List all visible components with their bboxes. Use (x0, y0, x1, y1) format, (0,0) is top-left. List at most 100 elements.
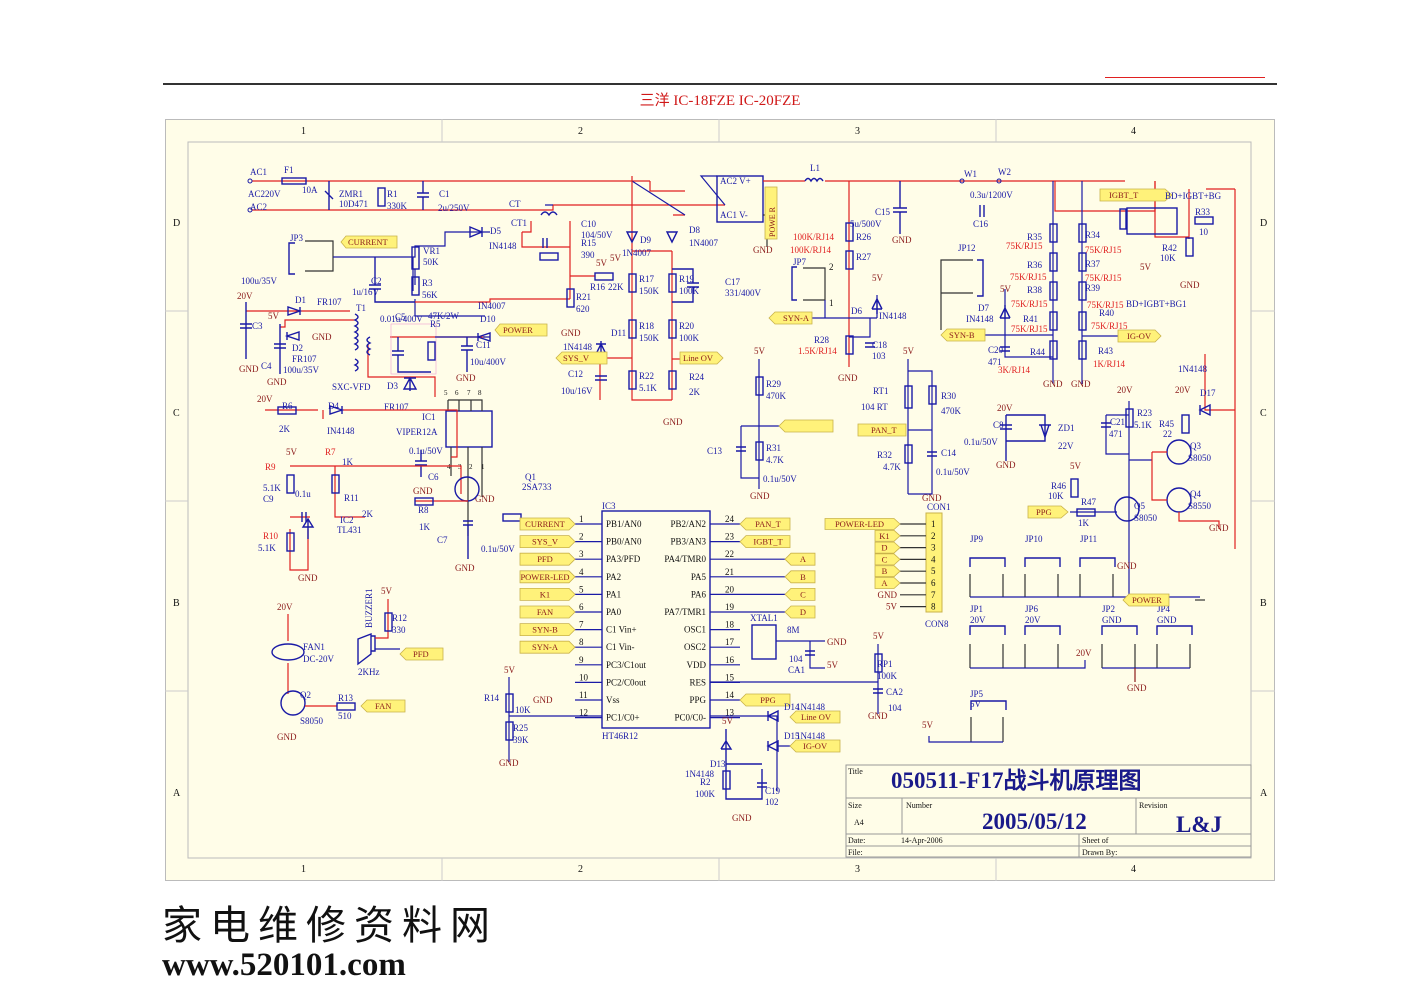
xtal1-label: XTAL1 (750, 613, 778, 623)
mcu-pin-name: PA6 (691, 589, 707, 599)
col-label-top-3: 3 (855, 126, 860, 137)
r9-5v: 5V (286, 447, 298, 457)
r21-value: 620 (576, 304, 590, 314)
shunt-regulator-ic2-icon (301, 517, 315, 539)
r28-label: R28 (814, 335, 830, 345)
c1-label: C1 (439, 189, 450, 199)
d13-label: D13 (710, 759, 726, 769)
diode-d5-icon (469, 225, 484, 239)
resistor-r18-icon (628, 319, 637, 339)
c10-label: C10 (581, 219, 597, 229)
jumper-pins (1024, 574, 1059, 597)
r32-value: 4.7K (883, 462, 901, 472)
r37-label: R37 (1085, 259, 1101, 269)
resistor-r31-icon (755, 441, 764, 461)
syn-b-flag-label: SYN-B (949, 330, 975, 340)
mcu-pin-number: 7 (579, 620, 584, 630)
jumper-cap (969, 557, 1006, 567)
jp5-5v-rail: 5V (922, 720, 934, 730)
resistor-r38-icon (1049, 281, 1058, 301)
r26-value: 100K/RJ14 (793, 232, 835, 242)
net-flag-label: PPG (760, 695, 776, 705)
con8-net-label: POWER-LED (835, 519, 884, 529)
q4-gnd: GND (1209, 523, 1229, 533)
q2-label: Q2 (300, 690, 311, 700)
c10-value: 104/50V (581, 230, 613, 240)
c11-label: C11 (476, 340, 491, 350)
resistor-r29-icon (755, 376, 764, 396)
net-flag-label: SYS_V (532, 537, 559, 547)
resistor-r30-icon (928, 385, 937, 405)
d17-value: 1N4148 (1178, 364, 1207, 374)
net-flag-label: PAN_T (755, 519, 781, 529)
igbt-therm-5v: 5V (1140, 262, 1152, 272)
bridge-pin-top: AC2 V+ (720, 176, 751, 186)
ic2-label: IC2 (340, 515, 354, 525)
con8-net-flag (874, 577, 901, 589)
bd-igbt-bg1-label: BD+IGBT+BG1 (1126, 299, 1187, 309)
capacitor-c15-icon (893, 181, 907, 234)
jumper-label: JP2 (1102, 604, 1115, 614)
r40-value: 75K/RJ15 (1091, 321, 1128, 331)
r6-label: R6 (282, 401, 293, 411)
document-title: 三洋 IC-18FZE IC-20FZE (639, 93, 801, 109)
r23-label: R23 (1137, 408, 1153, 418)
net-flag (519, 605, 576, 619)
c21-value: 471 (1109, 429, 1123, 439)
capacitor-c13-icon (736, 446, 746, 452)
diode-d9-icon (625, 231, 639, 244)
capacitor-c10-icon (542, 238, 548, 248)
jp-20v-rail: 20V (1076, 648, 1092, 658)
r22-label: R22 (639, 371, 654, 381)
rp1-5v: 5V (873, 631, 885, 641)
c7-value: 0.1u/50V (481, 544, 515, 554)
d10-value: IN4007 (478, 301, 506, 311)
resistor-r33-icon (1194, 216, 1214, 225)
c20-label: C20 (988, 345, 1004, 355)
r32-gnd: GND (922, 493, 942, 503)
xtal1-value: 8M (787, 625, 800, 635)
vr1-value: 50K (423, 257, 439, 267)
c12-value: 10u/16V (561, 386, 593, 396)
capacitor-c18-icon (865, 342, 875, 348)
d11-label: D11 (611, 328, 626, 338)
rt1-value: 104 RT (861, 402, 888, 412)
mcu-pin-name: PA7/TMR1 (664, 607, 706, 617)
r7-label: R7 (325, 447, 336, 457)
igbt-drive-section: IGBT_T BD+IGBT+BG 5V R33 10 R42 10K GND … (964, 181, 1236, 594)
r43-label: R43 (1098, 346, 1114, 356)
r18-value: 150K (639, 333, 660, 343)
diode-d13-icon (720, 729, 763, 800)
d10-label: D10 (480, 314, 496, 324)
r47-label: R47 (1081, 497, 1097, 507)
r15-label: R15 (581, 238, 597, 248)
diode-d8-icon (665, 231, 679, 244)
c4-gnd: GND (267, 377, 287, 387)
ac220-label: AC220V (248, 189, 281, 199)
transformer-t1-primary-icon (353, 313, 359, 372)
c21-label: C21 (1110, 417, 1125, 427)
d1-value: FR107 (317, 297, 342, 307)
r25-gnd: GND (499, 758, 519, 768)
con8-net-flag (874, 541, 901, 554)
net-flag-label: D (800, 607, 806, 617)
capacitor-c11-icon (461, 337, 473, 372)
r3-value: 56K (422, 290, 438, 300)
d2-value: FR107 (292, 354, 317, 364)
r14-value: 10K (515, 705, 531, 715)
c17-value: 331/400V (725, 288, 762, 298)
diode-d2-icon (284, 331, 300, 341)
igbt-t-top-flag-label: IGBT_T (1109, 190, 1139, 200)
diode-d10-icon (475, 332, 491, 342)
mcu-pin-number: 11 (579, 690, 588, 700)
con8-pin-number: 7 (931, 590, 936, 600)
resistor-r22-icon (628, 370, 637, 390)
d4-value: IN4148 (327, 426, 355, 436)
jumper-value: GND (1157, 615, 1177, 625)
col-label-top-2: 2 (578, 126, 583, 137)
resistor-r27-icon (845, 250, 854, 270)
r2-label: R2 (700, 777, 711, 787)
c19-label: C19 (765, 786, 781, 796)
c18-label: C18 (872, 340, 888, 350)
net-flag (519, 535, 576, 549)
